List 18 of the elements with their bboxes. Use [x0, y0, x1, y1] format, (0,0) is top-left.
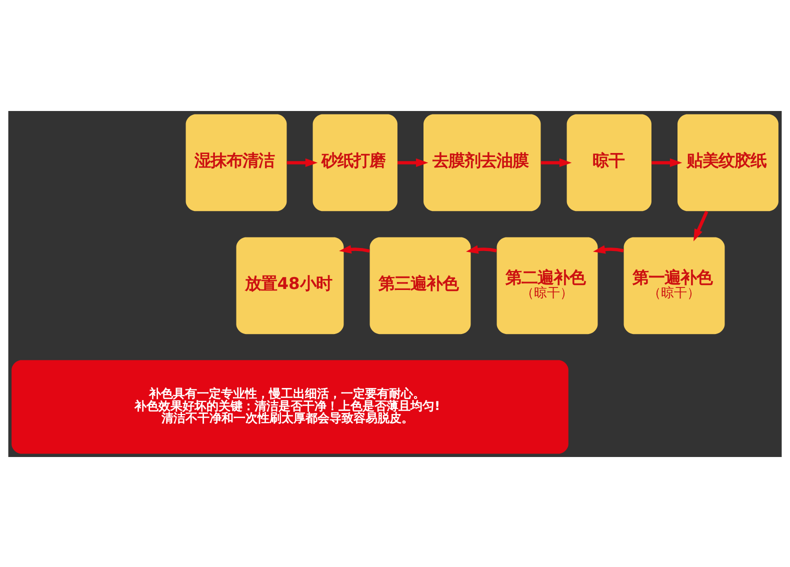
arrow — [466, 244, 497, 254]
node-box: 晾干 — [566, 114, 652, 211]
node-box: 贴美纹胶纸 — [678, 114, 778, 211]
node-box: 补色具有一定专业性，慢工出细活，一定要有耐心。 补色效果好坏的关键：清洁是否干净！上色是否薄且均匀! 清洁不干净和一次性刷太厚都会导致容易脱皮。 — [12, 360, 568, 454]
node-box: 放置48小时 — [236, 236, 344, 334]
arrow — [398, 158, 428, 166]
arrow — [593, 244, 624, 254]
node-box: 去膜剂去油膜 — [424, 114, 541, 211]
node-box: 砂纸打磨 — [312, 114, 398, 211]
node-box: 第二遍补色 （晾干） — [496, 236, 598, 334]
node-box: 湿抹布清洁 — [186, 114, 287, 211]
arrow — [694, 210, 708, 241]
arrow — [339, 244, 370, 254]
arrow — [652, 158, 682, 166]
arrow — [286, 158, 318, 166]
arrow — [540, 158, 572, 166]
node-box: 第三遍补色 — [370, 236, 471, 334]
node-box: 第一遍补色 （晾干） — [624, 236, 725, 334]
